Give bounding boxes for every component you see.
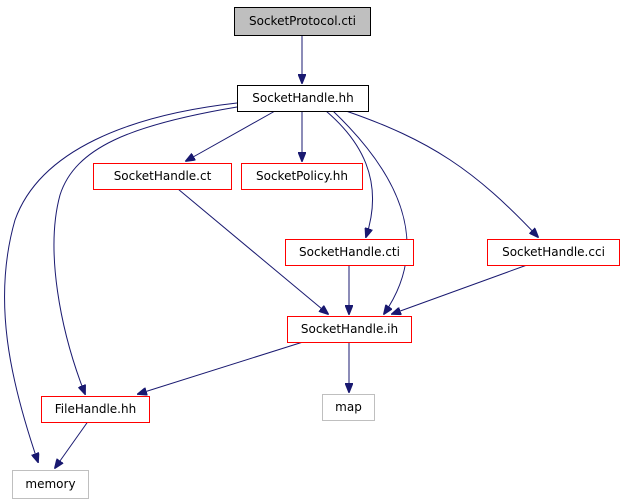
edge-hh-to-cci <box>345 110 538 237</box>
node-socket-handle-ih[interactable]: SocketHandle.ih <box>287 316 412 343</box>
node-label: FileHandle.hh <box>55 402 136 416</box>
node-socket-handle-ct[interactable]: SocketHandle.ct <box>93 163 232 190</box>
edge-hh-to-ct <box>186 110 276 161</box>
node-label: memory <box>25 477 75 491</box>
node-memory[interactable]: memory <box>12 470 89 499</box>
node-label: SocketHandle.hh <box>252 91 354 105</box>
edge-hh-to-ih <box>332 110 408 314</box>
node-label: SocketHandle.ih <box>301 322 398 336</box>
node-label: SocketHandle.cci <box>502 245 605 259</box>
node-label: SocketHandle.ct <box>114 169 212 183</box>
node-socket-policy-hh[interactable]: SocketPolicy.hh <box>241 163 363 190</box>
node-socket-handle-hh[interactable]: SocketHandle.hh <box>237 85 369 112</box>
edge-hh-to-memory <box>4 102 238 462</box>
node-file-handle-hh[interactable]: FileHandle.hh <box>41 396 150 423</box>
node-map[interactable]: map <box>322 394 375 421</box>
edges <box>4 36 538 468</box>
edge-hh-to-cti <box>325 110 374 237</box>
edge-filehandle-to-memory <box>55 419 90 468</box>
node-label: SocketPolicy.hh <box>256 169 348 183</box>
node-socket-handle-cci[interactable]: SocketHandle.cci <box>487 239 620 266</box>
edge-ih-to-filehandle <box>138 341 304 394</box>
node-label: SocketProtocol.cti <box>249 14 356 28</box>
edge-ct-to-ih <box>177 188 328 314</box>
node-socket-protocol-cti[interactable]: SocketProtocol.cti <box>234 7 371 36</box>
node-socket-handle-cti[interactable]: SocketHandle.cti <box>285 239 414 266</box>
edge-hh-to-filehandle <box>53 106 238 394</box>
node-label: map <box>335 400 362 414</box>
node-label: SocketHandle.cti <box>299 245 400 259</box>
edge-cci-to-ih <box>392 264 528 314</box>
